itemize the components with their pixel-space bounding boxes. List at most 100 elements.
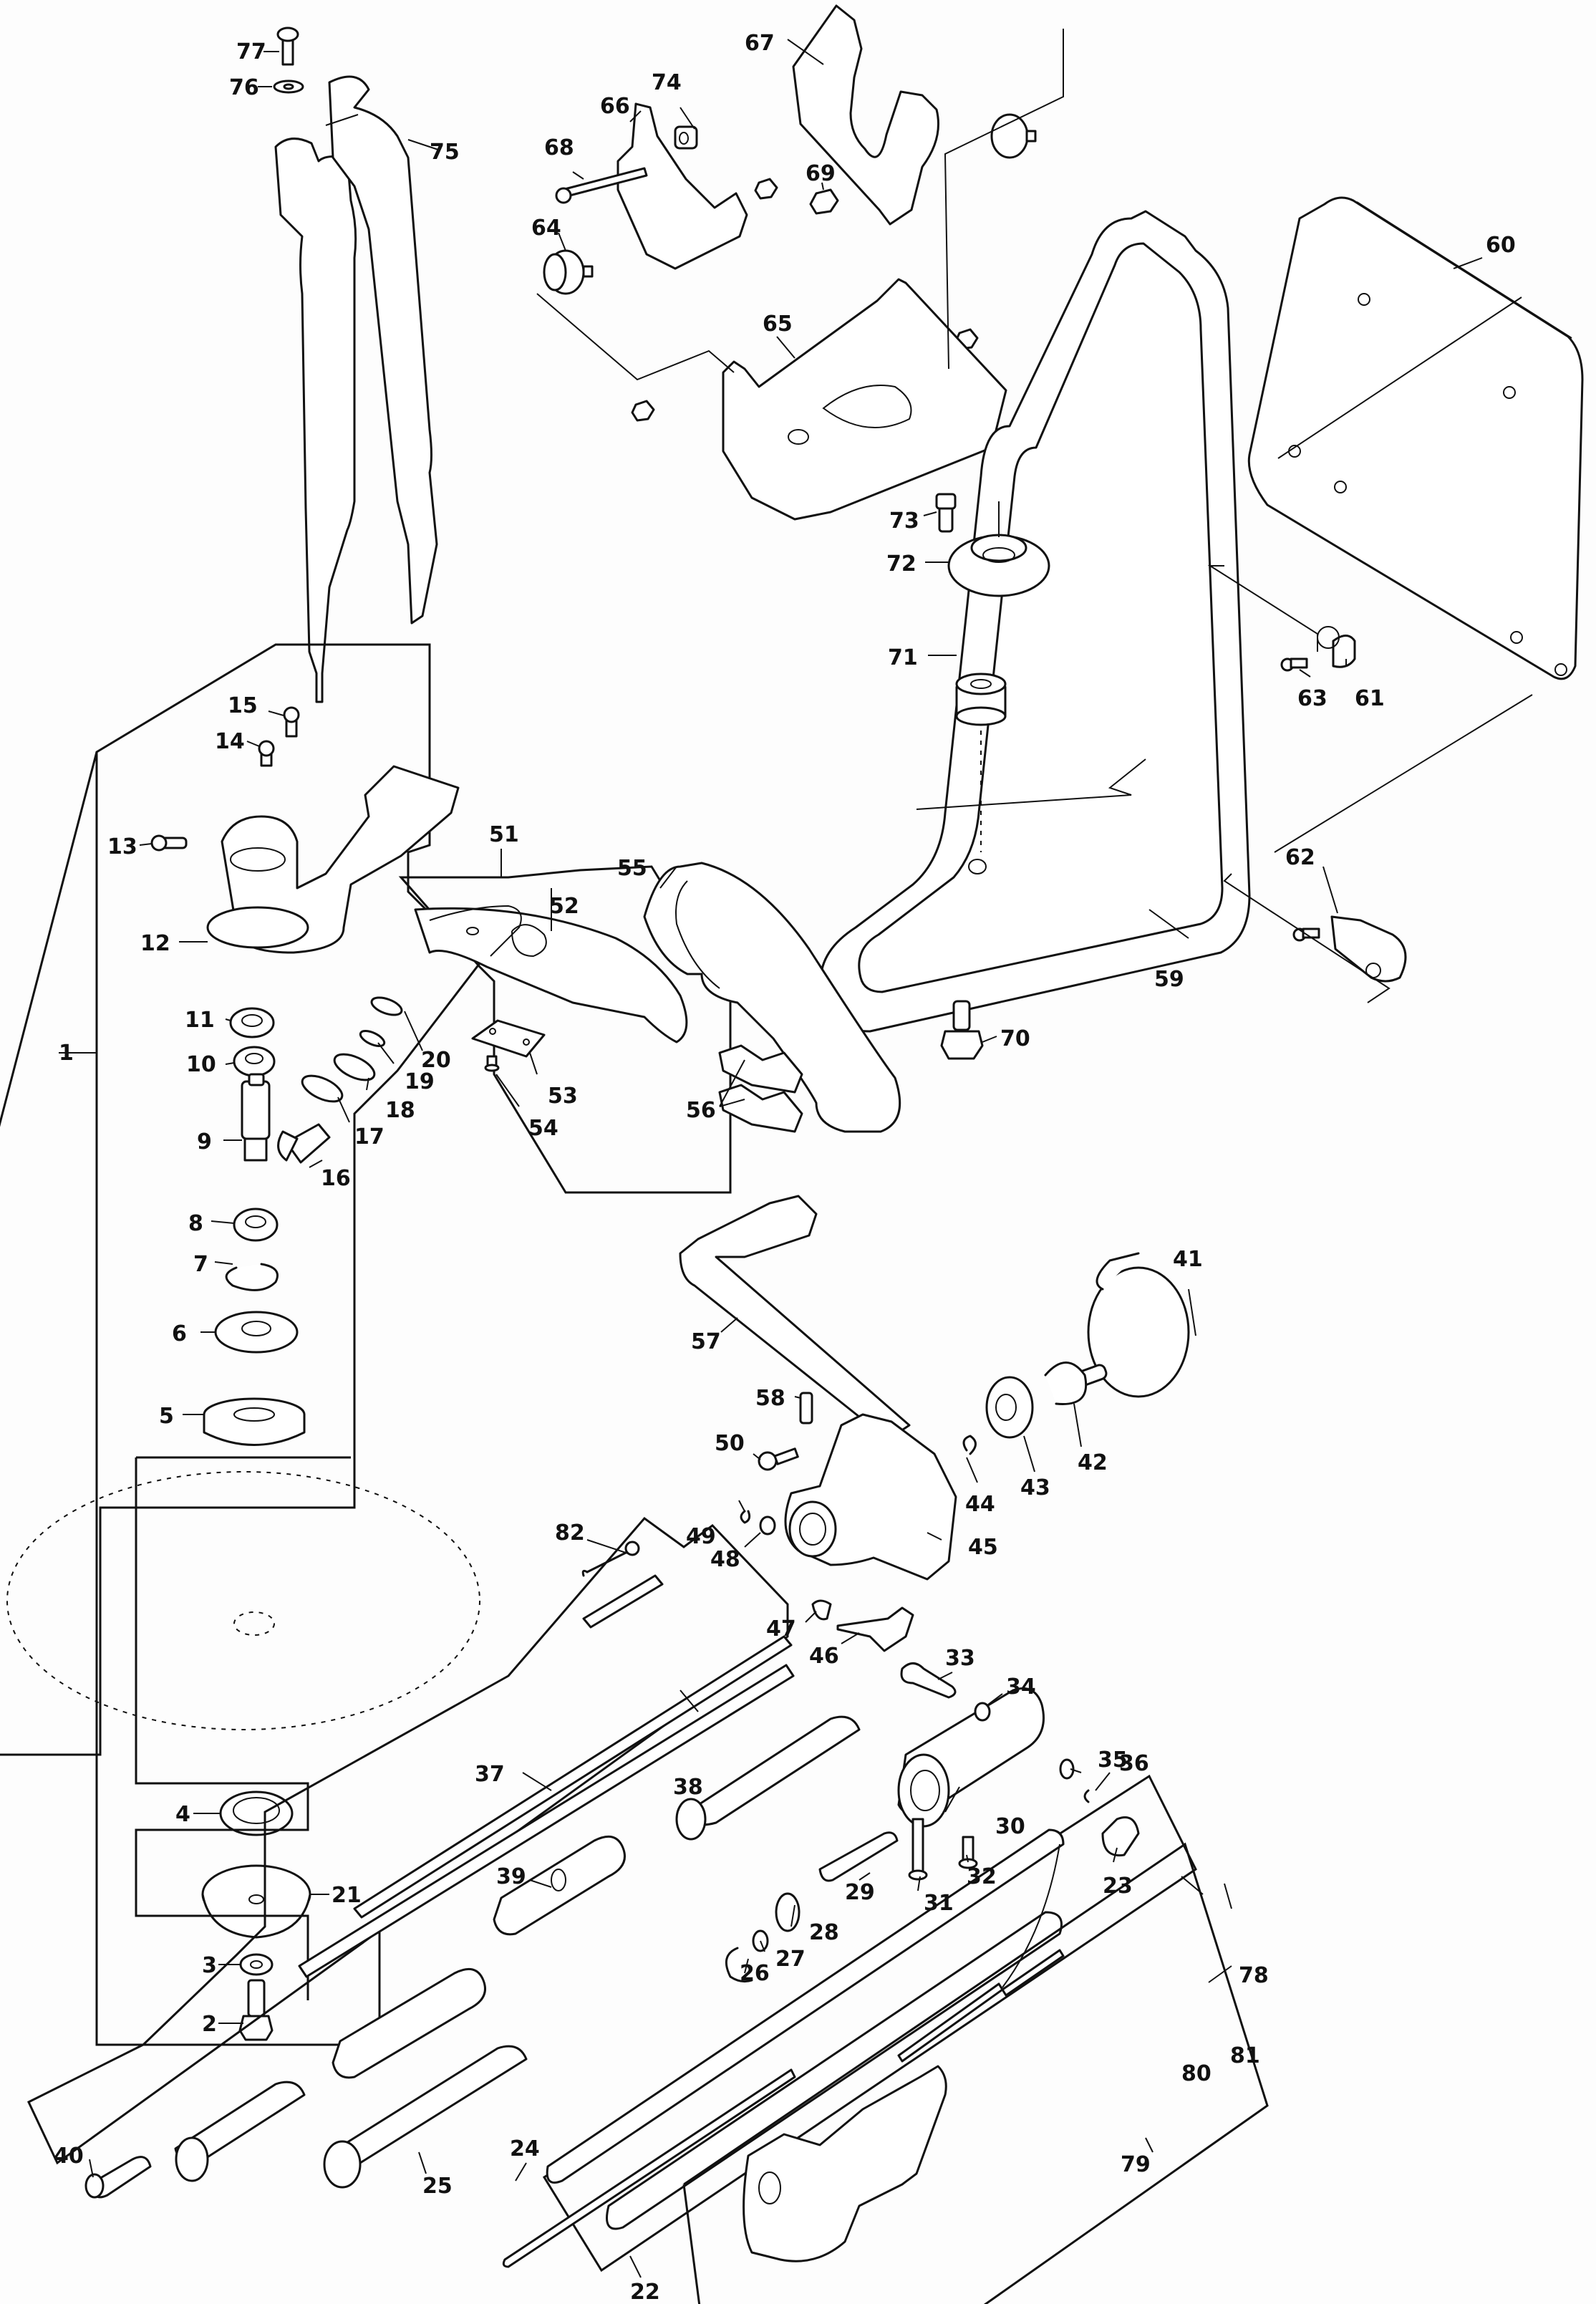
assembly-bracket-line (1274, 694, 1533, 853)
label-44: 44 (965, 1492, 995, 1517)
bolt-68 (555, 167, 648, 204)
part-labels: 1 2 3 4 5 6 7 8 9 10 11 12 13 14 15 16 1… (54, 31, 1516, 2304)
gear-case-30 (897, 1687, 1045, 1828)
circlip-44 (962, 1435, 977, 1455)
screw-15 (283, 706, 300, 738)
assembly-box-1-outer (95, 752, 381, 2046)
label-32: 32 (967, 1864, 997, 1889)
washer-34 (974, 1702, 991, 1722)
label-8: 8 (188, 1211, 203, 1236)
washer-6 (214, 1311, 299, 1354)
backpack-frame-59 (819, 210, 1251, 1033)
lever-33 (900, 1662, 957, 1699)
label-59: 59 (1154, 967, 1184, 992)
label-19: 19 (405, 1069, 435, 1094)
label-79: 79 (1121, 2152, 1151, 2177)
label-61: 61 (1355, 686, 1385, 711)
label-27: 27 (775, 1947, 806, 1972)
label-26: 26 (740, 1961, 770, 1986)
label-80: 80 (1181, 2061, 1211, 2086)
label-17: 17 (354, 1124, 385, 1149)
clamp-61 (1317, 626, 1356, 668)
label-73: 73 (889, 508, 919, 534)
assembly-box-1 (0, 643, 481, 1756)
label-65: 65 (763, 312, 793, 337)
holder-5 (203, 1397, 306, 1446)
gear-case-12 (206, 765, 460, 954)
clamp-56 (718, 1044, 803, 1133)
label-40: 40 (54, 2144, 84, 2169)
label-18: 18 (385, 1098, 415, 1123)
assembly-box-78 (682, 1842, 1269, 2304)
label-2: 2 (202, 2012, 217, 2037)
label-46: 46 (809, 1644, 839, 1669)
spacer-74 (674, 125, 698, 150)
spacer-18 (333, 1053, 376, 1081)
circlip-42 (1044, 1361, 1088, 1405)
label-24: 24 (510, 2136, 540, 2161)
mount-bracket-66 (616, 102, 748, 270)
washer-48 (759, 1515, 776, 1536)
label-55: 55 (617, 856, 647, 881)
label-1: 1 (59, 1041, 74, 1066)
washer-35 (1059, 1758, 1075, 1780)
blade-guard-52 (414, 905, 688, 1043)
bearing-8 (233, 1208, 279, 1242)
rod-24 (502, 2068, 796, 2268)
cup-21 (201, 1864, 311, 1939)
label-28: 28 (809, 1920, 839, 1945)
label-72: 72 (886, 551, 917, 577)
label-35: 35 (1098, 1748, 1128, 1773)
label-53: 53 (548, 1084, 578, 1109)
wire-81 (1001, 1843, 1065, 1997)
label-81: 81 (1230, 2043, 1260, 2068)
bolt-2 (238, 1979, 274, 2041)
label-38: 38 (673, 1775, 703, 1800)
label-39: 39 (496, 1864, 526, 1889)
flange-72 (947, 534, 1050, 597)
nut (631, 400, 655, 422)
label-41: 41 (1173, 1247, 1203, 1272)
label-29: 29 (845, 1880, 875, 1905)
lever-46 (836, 1606, 914, 1652)
label-16: 16 (321, 1166, 351, 1191)
label-3: 3 (202, 1953, 217, 1978)
bearing-43 (985, 1376, 1034, 1439)
sleeve-23 (1101, 1816, 1140, 1857)
screw-13 (150, 834, 188, 852)
label-42: 42 (1078, 1450, 1108, 1475)
label-78: 78 (1239, 1963, 1269, 1988)
vibration-damper-64 (543, 249, 594, 295)
screw-73 (935, 493, 957, 533)
label-50: 50 (715, 1431, 745, 1456)
label-48: 48 (710, 1547, 740, 1572)
mount-bracket-67 (792, 4, 939, 226)
bearing-28 (775, 1892, 801, 1932)
label-45: 45 (968, 1535, 998, 1560)
label-15: 15 (228, 693, 258, 718)
label-70: 70 (1000, 1026, 1030, 1051)
cap-47 (811, 1599, 832, 1621)
label-33: 33 (945, 1646, 975, 1671)
clutch-drum-41 (1076, 1252, 1190, 1398)
gear-16 (277, 1123, 331, 1164)
label-82: 82 (555, 1520, 585, 1546)
screw-14 (258, 740, 275, 767)
shaft-22 (546, 1828, 1065, 2184)
label-66: 66 (600, 94, 630, 119)
clamp-62 (1330, 915, 1407, 983)
screw-50 (758, 1447, 799, 1471)
washer-19 (359, 1029, 386, 1048)
washer-20 (370, 996, 403, 1016)
saw-blade (6, 1471, 480, 1730)
label-75: 75 (430, 140, 460, 165)
screw-31 (908, 1818, 928, 1881)
washer-3 (239, 1953, 274, 1976)
label-63: 63 (1297, 686, 1327, 711)
washer-76 (273, 79, 304, 94)
label-71: 71 (888, 645, 918, 670)
nut (754, 178, 778, 200)
label-22: 22 (630, 2280, 660, 2304)
label-30: 30 (995, 1814, 1025, 1839)
assembly-bracket-line (1223, 873, 1391, 1003)
